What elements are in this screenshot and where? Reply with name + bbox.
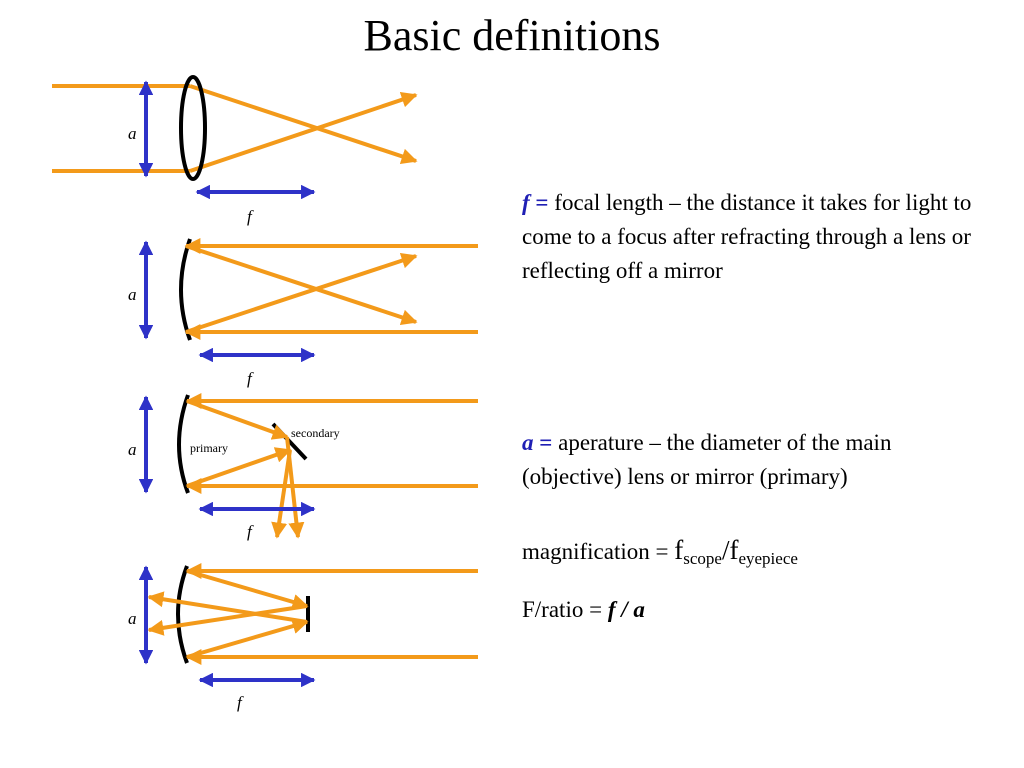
concave-mirror-diagram: a f xyxy=(128,238,478,388)
aperture-label: a xyxy=(128,124,137,143)
focal-symbol: f xyxy=(522,190,530,215)
converging-rays xyxy=(189,84,418,173)
incoming-rays xyxy=(185,563,478,665)
magnification-label: magnification = xyxy=(522,539,675,564)
magnification-formula: magnification = fscope/feyepiece xyxy=(522,532,798,570)
incoming-rays xyxy=(185,393,478,494)
focal-label: f xyxy=(237,693,244,712)
incoming-rays xyxy=(184,238,478,340)
newtonian-diagram: a primary secondary f xyxy=(128,393,478,541)
aperture-equals: = xyxy=(533,430,553,455)
aperture-definition-text: aperature – the diameter of the main (ob… xyxy=(522,430,892,489)
reflected-rays xyxy=(147,569,309,659)
aperture-label: a xyxy=(128,285,137,304)
refractor-lens-diagram: a f xyxy=(52,75,418,226)
lens-shape xyxy=(179,75,207,181)
page-title: Basic definitions xyxy=(363,11,661,60)
division-slash: / xyxy=(721,535,730,565)
scope-subscript: scope xyxy=(683,549,722,568)
focal-equals: = xyxy=(529,190,549,215)
eyepiece-subscript: eyepiece xyxy=(738,549,798,568)
primary-label: primary xyxy=(190,441,228,455)
incoming-rays xyxy=(52,84,190,173)
focal-length-definition: f = focal length – the distance it takes… xyxy=(522,186,992,288)
aperture-label: a xyxy=(128,609,137,628)
aperture-symbol: a xyxy=(522,430,534,455)
focal-definition-text: focal length – the distance it takes for… xyxy=(522,190,972,283)
reflected-rays xyxy=(186,399,305,539)
cassegrain-diagram: a f xyxy=(128,563,478,712)
aperture-definition: a = aperature – the diameter of the main… xyxy=(522,426,992,494)
f-scope: f xyxy=(674,535,684,565)
focal-label: f xyxy=(247,369,254,388)
focal-label: f xyxy=(247,522,254,541)
aperture-label: a xyxy=(128,440,137,459)
primary-mirror-shape xyxy=(176,565,189,664)
fratio-expression: f / a xyxy=(607,597,645,622)
focal-label: f xyxy=(247,207,254,226)
fratio-label: F/ratio = xyxy=(522,597,608,622)
secondary-label: secondary xyxy=(291,426,340,440)
fratio-formula: F/ratio = f / a xyxy=(522,593,645,627)
primary-mirror-shape xyxy=(177,394,190,494)
reflected-rays xyxy=(185,244,418,334)
f-eyepiece: f xyxy=(729,535,739,565)
mirror-shape xyxy=(179,238,192,341)
